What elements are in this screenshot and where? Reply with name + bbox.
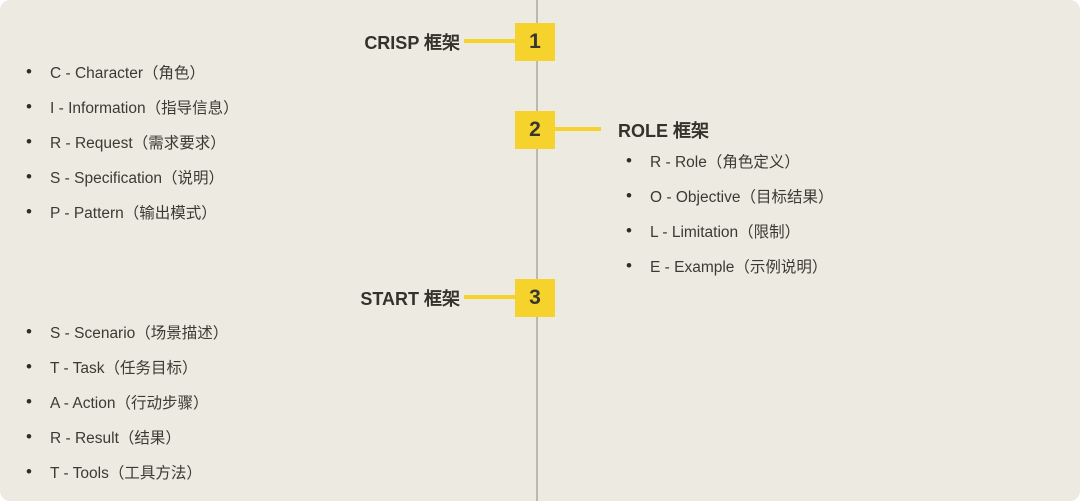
list-item-label: S - Specification（说明）	[50, 169, 224, 187]
list-item-label: I - Information（指导信息）	[50, 99, 239, 117]
list-item-label: R - Role（角色定义）	[650, 153, 800, 171]
list-item-label: E - Example（示例说明）	[650, 258, 828, 276]
list-item-label: R - Request（需求要求）	[50, 134, 226, 152]
bullet-icon: •	[26, 167, 32, 186]
role-framework-title: ROLE 框架	[618, 121, 710, 141]
list-item: • A - Action（行动步骤）	[22, 384, 228, 419]
list-item-label: R - Result（结果）	[50, 429, 181, 447]
list-item-label: P - Pattern（输出模式）	[50, 204, 217, 222]
timeline-line	[536, 0, 538, 501]
bullet-icon: •	[626, 256, 632, 275]
crisp-connector-line	[464, 39, 516, 43]
list-item: • R - Role（角色定义）	[622, 143, 833, 178]
list-item: • L - Limitation（限制）	[622, 213, 833, 248]
list-item: • O - Objective（目标结果）	[622, 178, 833, 213]
list-item-label: T - Task（任务目标）	[50, 359, 198, 377]
bullet-icon: •	[626, 151, 632, 170]
list-item: • R - Request（需求要求）	[22, 124, 239, 159]
list-item: • S - Specification（说明）	[22, 159, 239, 194]
role-framework-list: • R - Role（角色定义） • O - Objective（目标结果） • L …	[622, 143, 833, 283]
list-item: • P - Pattern（输出模式）	[22, 194, 239, 229]
list-item-label: C - Character（角色）	[50, 64, 206, 82]
start-connector-line	[464, 295, 516, 299]
crisp-framework-title: CRISP 框架	[364, 33, 460, 53]
list-item: • I - Information（指导信息）	[22, 89, 239, 124]
bullet-icon: •	[26, 132, 32, 151]
bullet-icon: •	[26, 427, 32, 446]
list-item: • T - Tools（工具方法）	[22, 454, 228, 489]
list-item-label: T - Tools（工具方法）	[50, 464, 202, 482]
list-item-label: O - Objective（目标结果）	[650, 188, 834, 206]
list-item: • S - Scenario（场景描述）	[22, 314, 228, 349]
bullet-icon: •	[26, 202, 32, 221]
list-item-label: L - Limitation（限制）	[650, 223, 801, 241]
bullet-icon: •	[26, 322, 32, 341]
milestone-2-badge: 2	[515, 111, 555, 149]
milestone-3-badge: 3	[515, 279, 555, 317]
milestone-1-badge: 1	[515, 23, 555, 61]
bullet-icon: •	[626, 221, 632, 240]
start-framework-title: START 框架	[360, 289, 460, 309]
list-item: • C - Character（角色）	[22, 54, 239, 89]
bullet-icon: •	[626, 186, 632, 205]
crisp-framework-list: • C - Character（角色） • I - Information（指导信息…	[22, 54, 239, 229]
list-item-label: S - Scenario（场景描述）	[50, 324, 229, 342]
bullet-icon: •	[26, 357, 32, 376]
start-framework-list: • S - Scenario（场景描述） • T - Task（任务目标） • A -…	[22, 314, 228, 489]
bullet-icon: •	[26, 392, 32, 411]
list-item: • T - Task（任务目标）	[22, 349, 228, 384]
role-connector-line	[555, 127, 601, 131]
list-item: • E - Example（示例说明）	[622, 248, 833, 283]
bullet-icon: •	[26, 97, 32, 116]
list-item: • R - Result（结果）	[22, 419, 228, 454]
bullet-icon: •	[26, 462, 32, 481]
list-item-label: A - Action（行动步骤）	[50, 394, 209, 412]
bullet-icon: •	[26, 62, 32, 81]
